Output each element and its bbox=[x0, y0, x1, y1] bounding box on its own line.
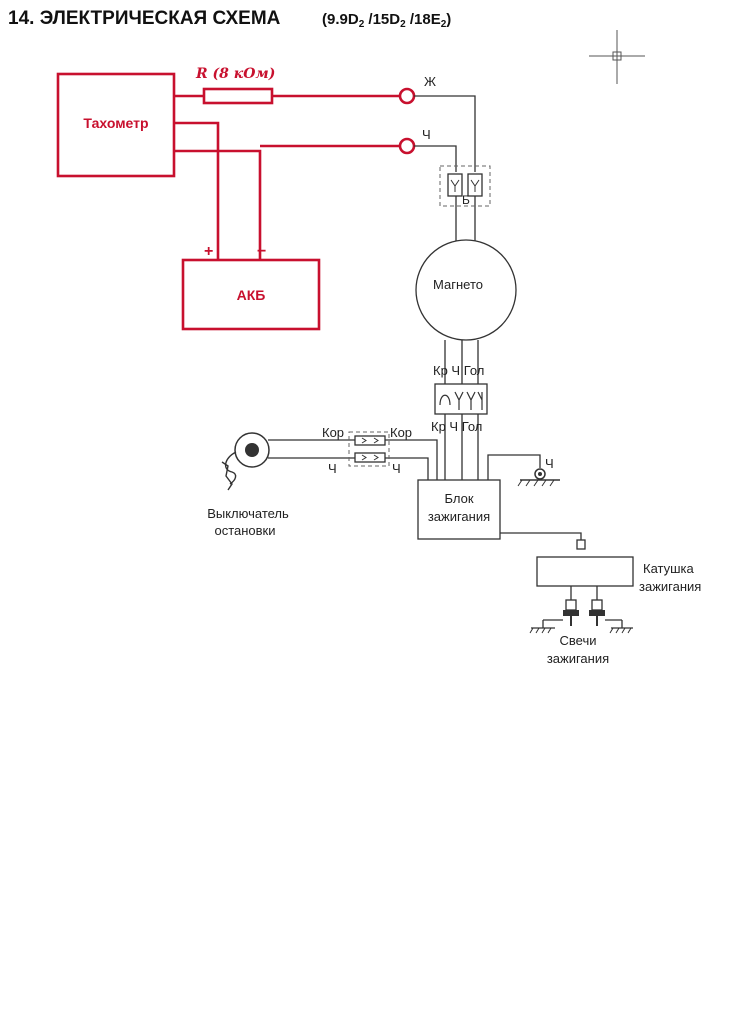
top-wires bbox=[414, 95, 476, 245]
battery-block: АКБ + − bbox=[181, 243, 321, 331]
ground-icon bbox=[517, 468, 560, 487]
stop-switch-line1: Выключатель bbox=[207, 506, 289, 521]
resistor-label: R (8 кОм) bbox=[195, 66, 275, 82]
terminal-yellow bbox=[398, 87, 416, 105]
diagram-models: (9.9D2 /15D2 /18E2) bbox=[322, 11, 451, 30]
ground-icon bbox=[529, 620, 633, 634]
wire-label-brown-right: Кор bbox=[390, 425, 412, 440]
spark-plug-icon bbox=[543, 586, 622, 626]
coil-line1: Катушка bbox=[643, 561, 695, 576]
battery-plus: + bbox=[204, 243, 213, 260]
plugs-line2: зажигания bbox=[547, 651, 609, 666]
wire-label-ground-black: Ч bbox=[545, 456, 554, 471]
plugs-line1: Свечи bbox=[560, 633, 597, 648]
magneto-label: Магнето bbox=[433, 277, 483, 292]
ignition-block-line2: зажигания bbox=[428, 509, 490, 524]
kill-switch-icon bbox=[221, 432, 270, 491]
connector-b-label: Б bbox=[462, 193, 470, 207]
crosshair-icon bbox=[589, 30, 645, 84]
triple-connector-icon bbox=[434, 383, 488, 415]
terminal-black bbox=[398, 137, 416, 155]
coil-line2: зажигания bbox=[639, 579, 701, 594]
block-to-coil-wire bbox=[500, 532, 582, 546]
wire-label-brown-left: Кор bbox=[322, 425, 344, 440]
red-wires bbox=[174, 94, 400, 260]
magneto-wire-colors: Кр Ч Гол bbox=[433, 363, 484, 378]
wire-label-yellow: Ж bbox=[424, 74, 436, 89]
block-wire-colors: Кр Ч Гол bbox=[431, 419, 482, 434]
wire-label-black-left: Ч bbox=[328, 461, 337, 476]
magneto: Магнето bbox=[415, 239, 517, 341]
diagram-title: 14. ЭЛЕКТРИЧЕСКАЯ СХЕМА bbox=[8, 8, 281, 29]
resistor: R (8 кОм) bbox=[195, 66, 275, 105]
battery-label: АКБ bbox=[237, 287, 266, 303]
wire-label-black-top: Ч bbox=[422, 127, 431, 142]
stop-switch-line2: остановки bbox=[214, 523, 275, 538]
kill-switch-connector-icon bbox=[348, 431, 390, 467]
magneto-wires bbox=[444, 340, 479, 480]
tachometer-block: Тахометр bbox=[56, 72, 176, 178]
ground-wire bbox=[487, 454, 541, 480]
wire-label-black-right: Ч bbox=[392, 461, 401, 476]
ignition-block-line1: Блок bbox=[444, 491, 473, 506]
battery-minus: − bbox=[257, 243, 266, 260]
ignition-block: Блок зажигания bbox=[417, 479, 501, 540]
tachometer-label: Тахометр bbox=[83, 115, 148, 131]
coil-terminal bbox=[576, 539, 586, 550]
connector-icon: Б bbox=[439, 165, 491, 207]
ignition-coil: Катушка зажигания bbox=[536, 556, 701, 594]
kill-switch-wires bbox=[268, 439, 438, 480]
